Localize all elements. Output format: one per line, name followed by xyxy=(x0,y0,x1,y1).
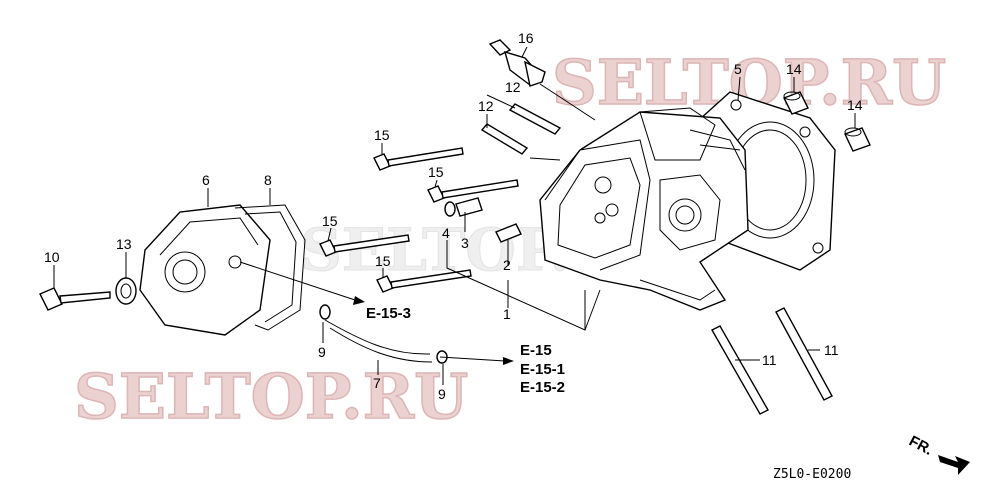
label-part-15-a: 15 xyxy=(374,127,390,143)
label-part-11-b: 11 xyxy=(824,342,839,358)
flange-bolt-15-b xyxy=(427,179,519,203)
leader-lines xyxy=(53,46,856,385)
label-part-8: 8 xyxy=(264,172,272,188)
breather-tube-7 xyxy=(324,319,433,363)
watermark-top-right: SELTOP.RU xyxy=(552,46,946,119)
stud-11-left xyxy=(711,325,769,415)
label-part-15-b: 15 xyxy=(428,164,444,180)
stud-12-upper xyxy=(508,103,562,135)
flange-bolt-15-c xyxy=(319,234,410,257)
cylinder-head xyxy=(539,107,749,311)
flange-bolt-15-d xyxy=(376,269,472,293)
tube-clip-9-a xyxy=(319,304,331,320)
spark-plug xyxy=(488,39,596,121)
bolt-10 xyxy=(39,287,111,311)
front-label: FR. xyxy=(906,433,935,459)
ref-e-15-3: E-15-3 xyxy=(366,305,411,322)
dowel-pin-2 xyxy=(495,223,522,243)
head-cover xyxy=(139,204,271,336)
seal-washer-13 xyxy=(115,277,137,305)
label-part-12-b: 12 xyxy=(478,98,494,114)
label-part-12-a: 12 xyxy=(505,79,521,95)
dowel-pin-14-a xyxy=(783,91,809,115)
label-part-9-b: 9 xyxy=(438,386,446,402)
ref-e-15-2: E-15-2 xyxy=(520,379,565,396)
front-arrow-icon: FR. xyxy=(906,433,970,475)
label-part-1: 1 xyxy=(503,306,511,322)
label-part-9-a: 9 xyxy=(318,344,326,360)
stud-12-lower xyxy=(480,123,529,155)
label-part-10: 10 xyxy=(44,249,60,265)
diagram-code: Z5L0-E0200 xyxy=(773,467,851,482)
dowel-pin-14-b xyxy=(844,127,871,152)
label-part-5: 5 xyxy=(734,61,742,77)
label-part-4: 4 xyxy=(442,225,450,241)
label-part-15-d: 15 xyxy=(375,253,391,269)
label-part-2: 2 xyxy=(503,257,511,273)
label-part-13: 13 xyxy=(116,236,132,252)
ref-e-15-1: E-15-1 xyxy=(520,361,565,378)
label-part-7: 7 xyxy=(373,375,381,391)
stud-11-right xyxy=(775,307,833,401)
washer-4 xyxy=(444,201,456,217)
watermark-bottom-left: SELTOP.RU xyxy=(74,360,468,433)
dowel-pin-3 xyxy=(455,197,483,217)
flange-bolt-15-a xyxy=(373,147,464,171)
label-part-11-a: 11 xyxy=(762,352,777,368)
head-cover-gasket xyxy=(234,204,306,331)
label-part-16: 16 xyxy=(518,30,534,46)
label-part-14-b: 14 xyxy=(847,97,863,113)
ref-e-15: E-15 xyxy=(520,342,552,359)
label-part-3: 3 xyxy=(461,235,469,251)
label-part-15-c: 15 xyxy=(322,213,338,229)
label-part-6: 6 xyxy=(202,172,210,188)
label-part-14-a: 14 xyxy=(786,61,802,77)
